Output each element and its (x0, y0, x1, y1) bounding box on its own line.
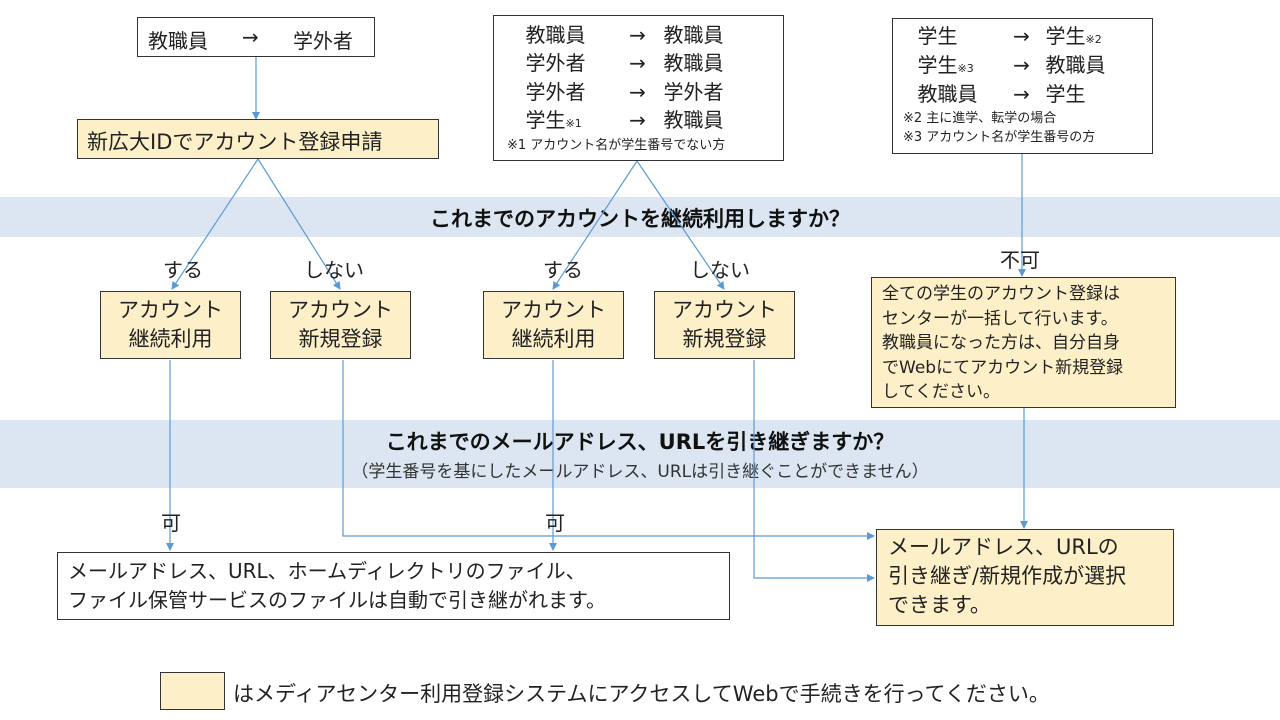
answer-no-col1: しない (304, 258, 364, 282)
col1-transition-box: 教職員 → 学外者 (137, 17, 375, 57)
connector-new1-to-select (342, 360, 875, 540)
apply-new-id-label: 新広大IDでアカウント登録申請 (87, 130, 383, 154)
auto-transfer-line-1: メールアドレス、URL、ホームディレクトリのファイル、 (68, 559, 586, 583)
continue-account-box-1: アカウント 継続利用 (100, 291, 241, 359)
legend-text: はメディアセンター利用登録システムにアクセスしてWebで手続きを行ってください。 (233, 682, 1050, 706)
answer-ok-col2: 可 (545, 511, 565, 535)
col3-note-1: ※2 主に進学、転学の場合 (903, 111, 1057, 126)
question-1-title: これまでのアカウントを継続利用しますか？ (430, 207, 850, 231)
continue-account-1-line1: アカウント (118, 298, 223, 322)
question-2-subtitle: （学生番号を基にしたメールアドレス、URLは引き継ぐことができません） (351, 462, 929, 482)
col3-row-1-mark: ※2 (1085, 33, 1102, 46)
legend-swatch (160, 672, 225, 710)
continue-account-box-2: アカウント 継続利用 (483, 291, 624, 359)
continue-account-2-line1: アカウント (501, 298, 606, 322)
question-band-1 (0, 197, 1280, 237)
col2-row-4-arrow: → (629, 108, 646, 132)
col3-row-2-arrow: → (1013, 53, 1030, 77)
col3-row-3-arrow: → (1013, 82, 1030, 106)
question-2-title: これまでのメールアドレス、URLを引き継ぎますか？ (385, 430, 895, 454)
col3-row-2-from: 学生 (917, 53, 958, 77)
auto-transfer-box: メールアドレス、URL、ホームディレクトリのファイル、 ファイル保管サービスのフ… (57, 552, 730, 620)
col2-row-4: 学生※1 → 教職員 (494, 106, 783, 138)
new-account-2-line1: アカウント (672, 298, 777, 322)
select-transfer-line-2: 引き継ぎ/新規作成が選択 (888, 564, 1127, 588)
col2-row-3: 学外者 → 学外者 (494, 78, 783, 106)
col2-row-1-to: 教職員 (663, 23, 724, 47)
col2-transition-box: 教職員 → 教職員 学外者 → 教職員 学外者 → 学外者 学生※1 → 教職員… (493, 15, 784, 161)
col2-row-2-to: 教職員 (663, 51, 724, 75)
answer-yes-col1: する (163, 258, 203, 282)
col3-row-1-arrow: → (1013, 24, 1030, 48)
col2-row-3-from: 学外者 (525, 80, 586, 104)
col3-row-2-mark: ※3 (957, 62, 974, 75)
col1-from: 教職員 (148, 29, 208, 53)
auto-transfer-line-2: ファイル保管サービスのファイルは自動で引き継がれます。 (68, 588, 606, 612)
col2-row-4-mark: ※1 (565, 117, 582, 130)
answer-no-col2: しない (690, 258, 750, 282)
answer-yes-col2: する (543, 258, 583, 282)
col3-row-2-to: 教職員 (1045, 53, 1106, 77)
new-account-box-1: アカウント 新規登録 (270, 291, 411, 359)
col3-row-2: 学生※3 → 教職員 (893, 51, 1152, 83)
col3-note-2: ※3 アカウント名が学生番号の方 (903, 130, 1096, 145)
col2-row-3-to: 学外者 (663, 80, 724, 104)
col2-row-1-from: 教職員 (525, 23, 586, 47)
col2-row-3-arrow: → (629, 80, 646, 104)
col2-row-2-arrow: → (629, 51, 646, 75)
connector-apply-to-continue (171, 158, 259, 290)
col3-transition-box: 学生 → 学生※2 学生※3 → 教職員 教職員 → 学生 ※2 主に進学、転学… (892, 18, 1153, 154)
col3-row-1: 学生 → 学生※2 (893, 22, 1152, 54)
select-transfer-box: メールアドレス、URLの 引き継ぎ/新規作成が選択 できます。 (876, 529, 1174, 626)
col3-row-1-to: 学生 (1045, 24, 1086, 48)
apply-new-id-box: 新広大IDでアカウント登録申請 (77, 119, 439, 159)
new-account-1-line2: 新規登録 (298, 327, 383, 351)
student-info-box: 全ての学生のアカウント登録は センターが一括して行います。 教職員になった方は、… (871, 277, 1176, 408)
connector-new2-to-select (753, 360, 875, 582)
select-transfer-line-1: メールアドレス、URLの (888, 535, 1119, 559)
col1-to: 学外者 (293, 29, 353, 53)
student-info-line-4: でWebにてアカウント新規登録 (882, 357, 1124, 378)
col2-note: ※1 アカウント名が学生番号でない方 (507, 138, 726, 153)
answer-ok-col1: 可 (161, 511, 181, 535)
col2-row-1-arrow: → (629, 23, 646, 47)
col3-row-3-from: 教職員 (917, 82, 978, 106)
student-info-line-1: 全ての学生のアカウント登録は (882, 284, 1120, 304)
answer-impossible: 不可 (1000, 248, 1040, 272)
student-info-line-5: してください。 (882, 382, 1000, 402)
new-account-2-line2: 新規登録 (682, 327, 767, 351)
col3-row-1-from: 学生 (917, 24, 958, 48)
col2-row-4-to: 教職員 (663, 108, 724, 132)
new-account-1-line1: アカウント (288, 298, 393, 322)
student-info-line-3: 教職員になった方は、自分自身 (882, 333, 1120, 353)
col1-arrow: → (242, 25, 259, 49)
col2-row-2-from: 学外者 (525, 51, 586, 75)
connector-apply-to-new (257, 158, 341, 290)
question-band-2 (0, 420, 1280, 488)
col2-row-1: 教職員 → 教職員 (494, 21, 783, 49)
col3-row-3: 教職員 → 学生 (893, 80, 1152, 109)
connector-col2-to-new (636, 160, 725, 290)
continue-account-2-line2: 継続利用 (511, 327, 596, 351)
col2-row-2: 学外者 → 教職員 (494, 49, 783, 77)
select-transfer-line-3: できます。 (888, 593, 991, 617)
col2-row-4-from: 学生 (525, 108, 566, 132)
student-info-line-2: センターが一括して行います。 (882, 308, 1118, 329)
col3-row-3-to: 学生 (1045, 82, 1086, 106)
connector-col2-to-continue (552, 160, 638, 290)
continue-account-1-line2: 継続利用 (128, 327, 213, 351)
new-account-box-2: アカウント 新規登録 (654, 291, 795, 359)
